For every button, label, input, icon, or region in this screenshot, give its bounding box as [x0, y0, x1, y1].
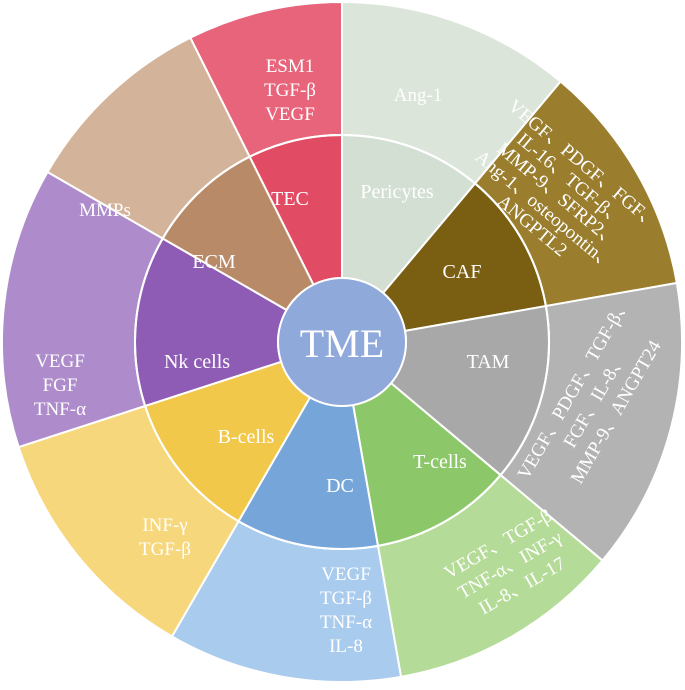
outer-label-line: VEGF: [321, 564, 371, 585]
center-circle: [277, 277, 407, 407]
center-label: TME: [300, 321, 384, 366]
outer-label-line: TNF-α: [320, 612, 372, 633]
outer-label-line: TGF-β: [139, 539, 191, 560]
inner-label-bcells: B-cells: [218, 426, 275, 448]
inner-label-ecm: ECM: [192, 251, 236, 273]
inner-label-caf: CAF: [443, 261, 482, 283]
outer-label-line: MMPs: [79, 200, 131, 221]
outer-label-line: TNF-α: [34, 399, 86, 420]
outer-label-line: Ang-1: [394, 85, 443, 106]
inner-label-pericytes: Pericytes: [360, 181, 434, 203]
ring-divider: [134, 134, 550, 550]
outer-label-line: TGF-β: [320, 588, 372, 609]
outer-label-line: VEGF: [35, 351, 85, 372]
outer-label-line: TGF-β: [264, 80, 316, 101]
outer-label-line: IL-8: [329, 636, 363, 657]
outer-label-ecm: MMPs: [79, 200, 131, 221]
inner-label-dc: DC: [326, 475, 354, 497]
inner-label-nkcells: Nk cells: [164, 351, 230, 373]
outer-label-pericytes: Ang-1: [394, 85, 443, 106]
inner-label-tec: TEC: [271, 188, 309, 210]
outer-label-nkcells: VEGF FGF TNF-α: [34, 351, 86, 420]
outer-label-line: INF-γ: [142, 515, 187, 536]
center-hub: TME: [277, 277, 407, 407]
inner-label-tcells: T-cells: [413, 451, 467, 473]
outer-label-line: VEGF: [265, 104, 315, 125]
outer-label-line: ESM1: [266, 56, 315, 77]
outer-label-line: FGF: [43, 375, 78, 396]
inner-label-tam: TAM: [467, 351, 510, 373]
